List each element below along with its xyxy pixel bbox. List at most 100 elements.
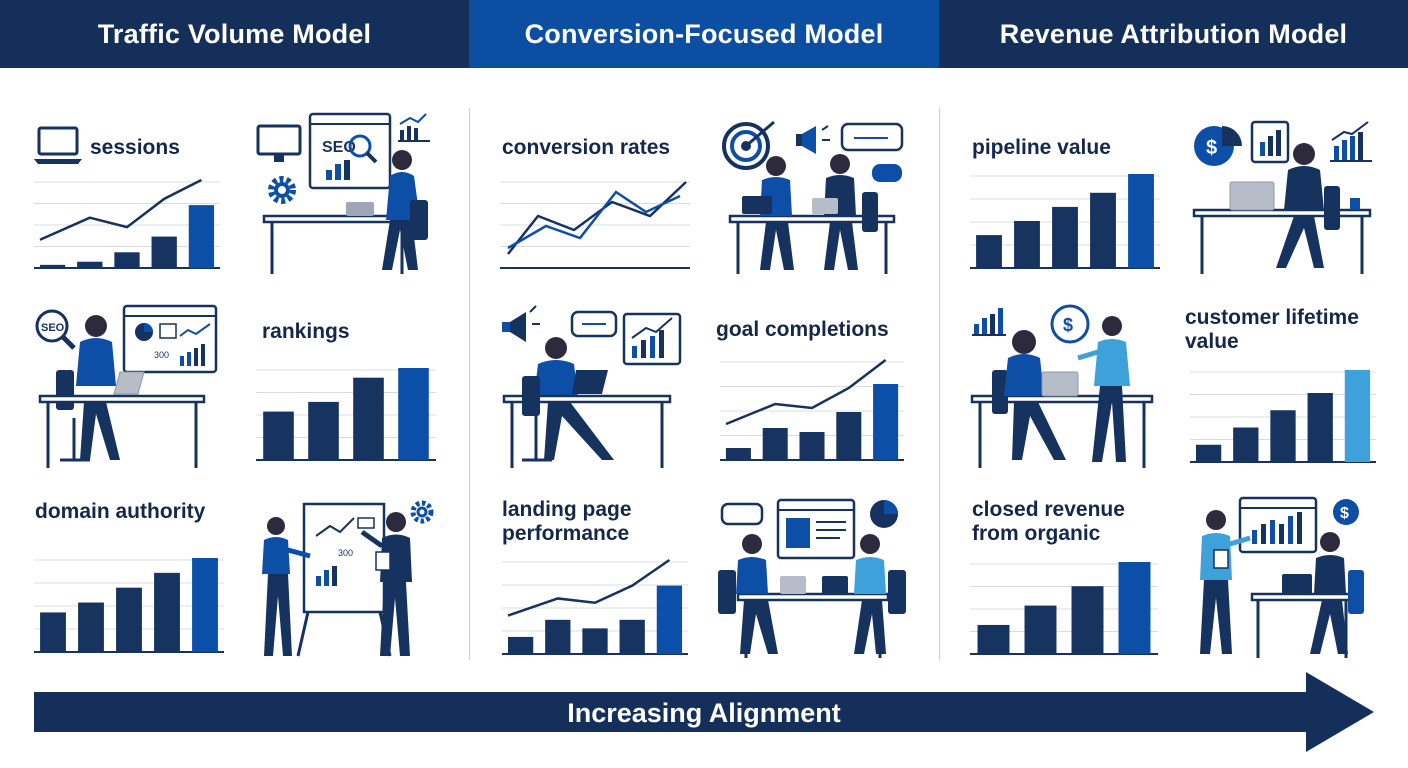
bar-chart-icon xyxy=(1250,120,1290,164)
bar-chart-icon xyxy=(1330,121,1372,162)
money-desk-illustration: $ xyxy=(1186,112,1378,280)
goal-completions-chart xyxy=(720,359,904,461)
seo-dashboard-illustration: SEO 300 xyxy=(30,300,230,472)
arrow-label: Increasing Alignment xyxy=(567,697,841,728)
dollar-text: $ xyxy=(1340,505,1349,522)
magnifier-icon xyxy=(348,134,378,164)
dollar-bubble-icon: $ xyxy=(1050,304,1090,344)
cell-sessions: sessions xyxy=(30,120,230,280)
chart-bar xyxy=(353,377,384,460)
chart-bar xyxy=(188,205,215,268)
pipeline-value-chart xyxy=(970,174,1160,269)
chat-bubble-icon xyxy=(720,502,764,526)
chart-bar xyxy=(151,236,177,268)
chart-bar xyxy=(1090,192,1116,268)
closed-revenue-chart xyxy=(970,562,1158,655)
metric-label: landing page performance xyxy=(502,498,632,545)
increasing-alignment-arrow xyxy=(34,672,1374,752)
chart-bar xyxy=(398,368,429,460)
series-line xyxy=(507,190,681,250)
money-discussion-illustration: $ xyxy=(966,300,1166,472)
chart-bar xyxy=(77,261,103,268)
monitor-icon xyxy=(256,124,302,162)
bar-chart-icon xyxy=(622,312,682,366)
dollar-coin-icon: $ xyxy=(1333,499,1359,525)
header-revenue-attribution: Revenue Attribution Model xyxy=(939,0,1408,68)
chart-bar xyxy=(1071,586,1104,654)
header-traffic-volume: Traffic Volume Model xyxy=(0,0,469,68)
bar-chart-icon xyxy=(972,308,1006,336)
chart-bar xyxy=(977,624,1010,654)
customer-lifetime-value-chart xyxy=(1190,370,1376,463)
screen-duo-illustration xyxy=(716,496,908,662)
chart-bar xyxy=(873,384,899,460)
dollar-text: $ xyxy=(1063,315,1073,335)
seo-text: SEO xyxy=(41,322,65,334)
seo-text: SEO xyxy=(322,139,356,156)
chat-bubble-icon xyxy=(570,310,618,338)
metric-label: closed revenue from organic xyxy=(972,498,1125,545)
chart-bar xyxy=(1233,427,1259,462)
laptop-icon xyxy=(32,126,84,171)
rankings-chart xyxy=(256,368,436,461)
chart-bar xyxy=(762,428,788,460)
dashboard-number: 300 xyxy=(154,350,169,360)
chart-bar xyxy=(40,612,66,652)
chart-bar xyxy=(976,235,1002,268)
chart-bar xyxy=(656,585,683,654)
chart-bar xyxy=(154,572,180,652)
cell-landing-page-performance: landing page performance xyxy=(496,496,696,662)
target-duo-illustration xyxy=(716,112,908,280)
cell-goal-completions: goal completions xyxy=(712,300,908,470)
chart-bar xyxy=(114,252,140,268)
chart-bar xyxy=(1118,562,1151,654)
metric-label: pipeline value xyxy=(972,136,1111,159)
chart-bar xyxy=(1195,444,1222,462)
cell-conversion-rates: conversion rates xyxy=(496,120,696,280)
chart-bar xyxy=(836,412,862,460)
sessions-chart xyxy=(34,178,220,269)
conversion-rates-chart xyxy=(500,181,690,269)
seo-magnifier-icon: SEO xyxy=(35,309,76,350)
trend-line xyxy=(39,178,202,241)
chart-bar xyxy=(507,636,534,654)
cell-customer-lifetime-value: customer lifetime value xyxy=(1182,300,1382,470)
cell-pipeline-value: pipeline value xyxy=(966,120,1166,280)
chat-bubble-icon xyxy=(840,122,904,182)
metric-label: conversion rates xyxy=(502,136,671,159)
metric-label: domain authority xyxy=(35,500,206,523)
header-conversion-focused: Conversion-Focused Model xyxy=(469,0,939,68)
presentation-illustration: 300 xyxy=(250,496,440,662)
gear-icon xyxy=(410,500,434,524)
metric-label: rankings xyxy=(262,320,350,343)
bar-chart-icon xyxy=(398,113,430,142)
chart-bar xyxy=(582,628,608,654)
chart-bar xyxy=(545,619,571,654)
chart-bar xyxy=(619,619,645,654)
chart-bar xyxy=(1024,605,1057,654)
money-presentation-illustration: $ xyxy=(1186,494,1378,662)
megaphone-icon xyxy=(502,305,540,342)
pie-chart-icon xyxy=(870,500,898,528)
metric-label: sessions xyxy=(90,136,180,159)
series-line xyxy=(507,181,687,255)
chart-bar xyxy=(78,602,104,652)
column-divider xyxy=(939,108,940,660)
chart-bar xyxy=(263,411,294,460)
domain-authority-chart xyxy=(34,558,224,653)
cell-rankings: rankings xyxy=(250,300,440,470)
column-divider xyxy=(469,108,470,660)
chart-bar xyxy=(1052,206,1078,268)
chart-bar xyxy=(725,448,751,460)
chart-bar xyxy=(1014,221,1040,268)
chart-bar xyxy=(39,264,66,268)
dollar-pie-icon: $ xyxy=(1194,126,1242,166)
megaphone-icon xyxy=(796,125,830,154)
landing-page-chart xyxy=(502,558,688,655)
chart-bar xyxy=(1344,370,1371,462)
seo-desk-illustration: SEO xyxy=(250,110,440,280)
chart-bar xyxy=(192,558,218,652)
chart-bar xyxy=(1307,393,1333,462)
chart-bar xyxy=(308,401,339,460)
board-number: 300 xyxy=(338,548,353,558)
